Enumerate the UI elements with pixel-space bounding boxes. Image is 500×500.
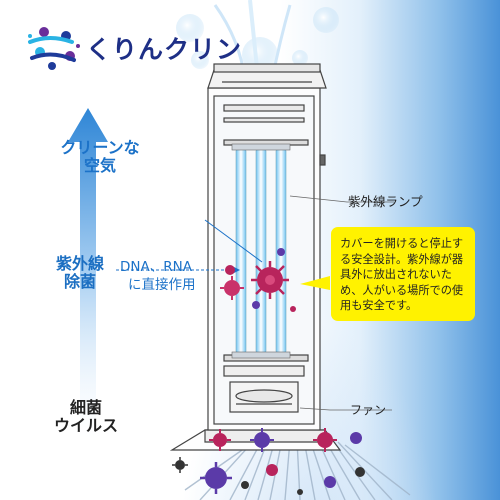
uv-lamp-tubes	[231, 143, 291, 359]
brand-name: くりんクリン	[86, 35, 243, 64]
clean-air-label: クリーンな空気	[60, 138, 140, 175]
leader-lines	[289, 195, 394, 411]
bacteria-virus-label: 細菌ウイルス	[53, 398, 118, 435]
fan-label: ファン	[350, 403, 387, 417]
direct-action-label: に直接作用	[128, 277, 196, 293]
uv-sterilize-label: 紫外線除菌	[55, 254, 104, 291]
safety-callout-text: カバーを開けると停止する安全設計。紫外線が器具外に放出されないため、人がいる場所…	[340, 237, 464, 312]
safety-callout-box	[331, 227, 475, 321]
uv-lamp-label: 紫外線ランプ	[348, 194, 423, 209]
airflow-arrow-icon	[68, 108, 108, 440]
brand-logo-icon	[28, 27, 80, 70]
dna-rna-label: DNA、RNA	[120, 259, 192, 275]
virus-icons	[172, 248, 365, 495]
